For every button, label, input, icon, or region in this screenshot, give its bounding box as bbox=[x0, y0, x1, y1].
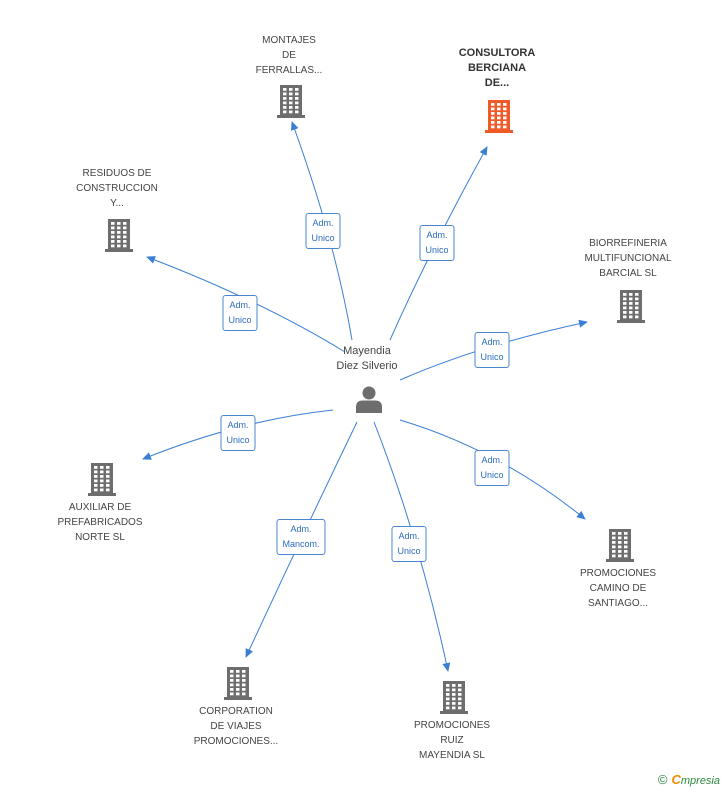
relation-badge-biorrefineria[interactable]: Adm. Unico bbox=[474, 332, 510, 368]
brand-e: C bbox=[671, 772, 681, 787]
building-icon[interactable] bbox=[484, 99, 514, 138]
building-icon[interactable] bbox=[605, 528, 635, 567]
relation-badge-montajes[interactable]: Adm. Unico bbox=[305, 213, 341, 249]
relation-badge-consultora[interactable]: Adm. Unico bbox=[419, 225, 455, 261]
footer-brand: ©Cmpresia bbox=[658, 772, 720, 787]
building-icon[interactable] bbox=[276, 84, 306, 123]
building-icon[interactable] bbox=[223, 666, 253, 705]
building-icon[interactable] bbox=[104, 218, 134, 257]
company-label-promo-camino[interactable]: PROMOCIONES CAMINO DE SANTIAGO... bbox=[579, 568, 657, 609]
relation-badge-corporation[interactable]: Adm. Mancom. bbox=[276, 519, 326, 555]
relation-badge-promo-ruiz[interactable]: Adm. Unico bbox=[391, 526, 427, 562]
building-icon[interactable] bbox=[87, 462, 117, 501]
company-label-montajes[interactable]: MONTAJES DE FERRALLAS... bbox=[255, 35, 323, 76]
relation-badge-auxiliar[interactable]: Adm. Unico bbox=[220, 415, 256, 451]
building-icon[interactable] bbox=[616, 289, 646, 328]
copyright-icon: © bbox=[657, 772, 668, 787]
company-label-biorrefineria[interactable]: BIORREFINERIA MULTIFUNCIONAL BARCIAL SL bbox=[584, 238, 672, 279]
company-label-residuos[interactable]: RESIDUOS DE CONSTRUCCION Y... bbox=[76, 168, 158, 209]
company-label-promo-ruiz[interactable]: PROMOCIONES RUIZ MAYENDIA SL bbox=[413, 720, 491, 761]
company-label-auxiliar[interactable]: AUXILIAR DE PREFABRICADOS NORTE SL bbox=[57, 502, 143, 543]
person-name[interactable]: Mayendia Diez Silverio bbox=[336, 345, 398, 372]
person-icon[interactable] bbox=[355, 385, 383, 418]
relation-badge-residuos[interactable]: Adm. Unico bbox=[222, 295, 258, 331]
brand-name: mpresia bbox=[680, 775, 720, 787]
relation-badge-promo-camino[interactable]: Adm. Unico bbox=[474, 450, 510, 486]
company-label-consultora[interactable]: CONSULTORA BERCIANA DE... bbox=[458, 47, 536, 89]
building-icon[interactable] bbox=[439, 680, 469, 719]
company-label-corporation[interactable]: CORPORATION DE VIAJES PROMOCIONES... bbox=[193, 706, 279, 747]
